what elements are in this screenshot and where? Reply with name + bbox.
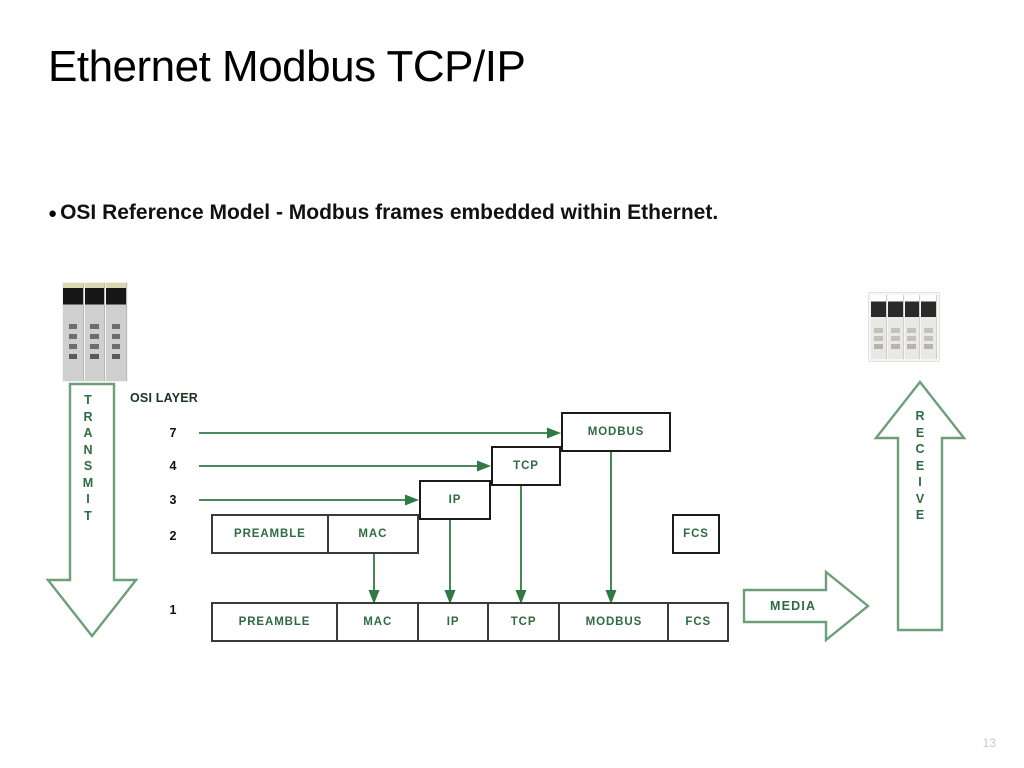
frame-cell-tcp: TCP: [489, 604, 561, 640]
osi-layer-number-1: 1: [169, 603, 177, 617]
frame-cell-preamble: PREAMBLE: [213, 604, 339, 640]
bullet-item-label: OSI Reference Model - Modbus frames embe…: [60, 201, 719, 224]
osi-layer-number-4: 4: [169, 459, 177, 473]
osi-layer-number-7: 7: [169, 426, 177, 440]
bullet-point-icon: ●: [48, 204, 58, 222]
frame-cell-ip: IP: [419, 604, 489, 640]
transmit-arrow: [45, 382, 139, 638]
frame-cell-modbus: MODBUS: [560, 604, 670, 640]
slide-page-number: 13: [982, 736, 996, 750]
protocol-box-modbus: MODBUS: [561, 412, 671, 452]
media-arrow-label: MEDIA: [770, 599, 817, 613]
layer2-frame-row: PREAMBLE MAC: [211, 514, 419, 554]
osi-layer-number-3: 3: [169, 493, 177, 507]
protocol-box-tcp: TCP: [491, 446, 561, 486]
osi-layer-heading: OSI LAYER: [130, 391, 199, 405]
media-arrow: [742, 569, 870, 643]
layer1-frame-row: PREAMBLE MAC IP TCP MODBUS FCS: [211, 602, 729, 642]
layer2-cell-mac: MAC: [358, 528, 388, 540]
osi-layer-number-2: 2: [169, 529, 177, 543]
encapsulation-connectors: [199, 427, 617, 604]
receive-arrow: [873, 380, 967, 632]
page-title: Ethernet Modbus TCP/IP: [48, 42, 526, 91]
bullet-list-item: ● OSI Reference Model - Modbus frames em…: [48, 200, 718, 226]
protocol-box-ip: IP: [419, 480, 491, 520]
layer2-cell-preamble: PREAMBLE: [213, 516, 329, 552]
frame-cell-fcs: FCS: [685, 616, 712, 628]
protocol-box-fcs: FCS: [672, 514, 720, 554]
frame-cell-mac: MAC: [338, 604, 420, 640]
plc-module-stack-image: [62, 282, 128, 382]
plc-rack-unit-image: [868, 292, 940, 362]
